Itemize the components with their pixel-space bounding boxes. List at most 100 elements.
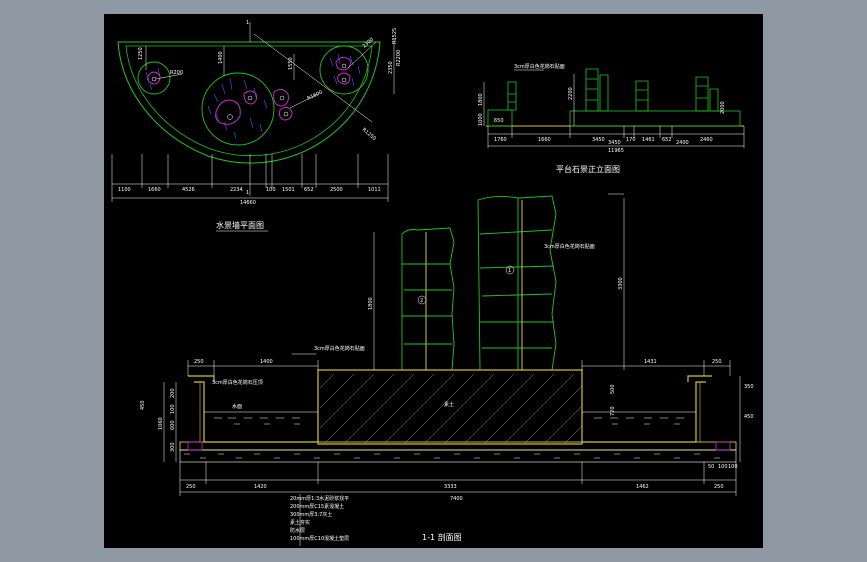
elev-mdim-0: 2200	[568, 87, 574, 100]
plan-dim-1400: 1400	[218, 51, 224, 64]
plan-dim-r1250: R1250	[361, 127, 377, 142]
elevation-title: 平台石景正立面图	[556, 164, 620, 174]
legend-line-2: 300mm厚3:7灰土	[290, 511, 332, 518]
section-view: 1 2 1800 3300 3cm厚白色花岗石贴面 3cm厚白色花岗石贴面 3c…	[140, 193, 754, 546]
section-foundation	[179, 382, 737, 463]
section-rdim-3: 450	[744, 414, 754, 420]
elev-bdim-1: 1660	[538, 137, 551, 143]
callout-circle-1	[505, 265, 515, 275]
section-note-top: 3cm厚白色花岗石贴面	[544, 243, 595, 250]
elev-total: 11965	[608, 148, 624, 154]
section-bdim-2: 3333	[444, 484, 457, 490]
section-ldim-1: 1060	[158, 417, 164, 430]
section-rdim-1: 500	[610, 384, 616, 394]
plan-callout-2300: 2300	[361, 37, 375, 50]
plan-bdim-7: 2500	[330, 187, 343, 193]
section-pads	[187, 441, 731, 451]
section-note-block: 3cm厚白色花岗石贴面	[314, 345, 365, 352]
elev-sub-0: 3450	[608, 140, 621, 146]
plan-bdim-5: 1501	[282, 187, 295, 193]
cad-drawing: 1 1 1250 1400 1550 2350 R200 R1250 2300 …	[111, 20, 754, 546]
plan-total: 14660	[240, 200, 256, 206]
section-tdim-2: 1431	[644, 359, 657, 365]
section-tdim-3: 250	[712, 359, 722, 365]
section-callout-2: 2	[420, 298, 423, 304]
section-block	[317, 369, 583, 445]
elev-bdim-5: 652	[662, 137, 672, 143]
plan-stone-markers	[151, 63, 347, 120]
section-title: 1-1 剖面图	[422, 532, 462, 542]
section-bdim-1: 1420	[254, 484, 267, 490]
elev-box	[487, 109, 513, 127]
plan-title: 水景墙平面图	[216, 220, 264, 230]
elev-stones	[507, 68, 719, 112]
plan-callout-r1600: R1600	[306, 90, 323, 102]
section-ldim-3: 100	[170, 404, 176, 414]
section-stone-height: 1800	[368, 297, 374, 310]
elev-platform	[569, 110, 741, 127]
plan-bdim-1: 1660	[148, 187, 161, 193]
legend-line-0: 20mm厚1:3水泥砂浆找平	[290, 495, 349, 502]
legend-line-5: 100mm厚C10混凝土垫层	[290, 535, 349, 542]
section-note-left: 3cm厚白色花岗石压顶	[212, 379, 263, 386]
plan-mark-top: 1	[246, 20, 249, 26]
section-legend: 20mm厚1:3水泥砂浆找平 200mm厚C15素混凝土 300mm厚3:7灰土…	[290, 495, 349, 542]
section-dim-lines	[163, 193, 741, 546]
plan-dim-chain	[111, 154, 389, 202]
section-ldim-2: 200	[170, 388, 176, 398]
section-rdim-2: 720	[610, 406, 616, 416]
legend-line-4: 防水层	[290, 527, 305, 534]
section-water	[204, 411, 696, 425]
section-rsmall-1: 100	[718, 464, 728, 470]
water-hatch	[145, 53, 361, 139]
plan-inner-arc	[125, 45, 373, 157]
plan-dim-1250: 1250	[138, 47, 144, 60]
pool-circle-1	[137, 61, 171, 95]
plan-dim-r200: R200	[170, 70, 183, 76]
section-rsmall-2: 100	[728, 464, 738, 470]
callout-circle-2	[417, 295, 427, 305]
section-ldim-4: 600	[170, 420, 176, 430]
plan-bdim-3: 2234	[230, 187, 243, 193]
plan-bdim-0: 1100	[118, 187, 131, 193]
section-block-hatch	[319, 373, 583, 445]
elev-note: 3cm厚白色花岗石贴面	[514, 63, 565, 70]
plan-dim-1550: 1550	[288, 57, 294, 70]
section-stones	[401, 195, 557, 371]
plan-bdim-4: 100	[266, 187, 276, 193]
section-bdim-4: 250	[714, 484, 724, 490]
elev-ldim-0: 1800	[478, 93, 484, 106]
elev-mdim-1: 2000	[720, 101, 726, 114]
section-ldim-0: 450	[140, 400, 146, 410]
elev-bdim-0: 1760	[494, 137, 507, 143]
elev-ldim-1: 1000	[478, 113, 484, 126]
section-tall-height: 3300	[618, 277, 624, 290]
plan-outer-arc	[117, 41, 381, 164]
section-bdim-3: 1462	[636, 484, 649, 490]
section-total: 7400	[450, 496, 463, 502]
elev-sub-1: 2400	[676, 140, 689, 146]
elev-bdim-3: 170	[626, 137, 636, 143]
elev-bdim-4: 1461	[642, 137, 655, 143]
plan-leaders	[145, 22, 395, 196]
section-bdim-0: 250	[186, 484, 196, 490]
plan-mark-bottom: 1	[246, 190, 249, 196]
elev-dims-lines	[483, 69, 745, 148]
plan-bdim-2: 4526	[182, 187, 195, 193]
section-rsmall-0: 50	[708, 464, 714, 470]
plan-dim-2350: 2350	[388, 61, 394, 74]
section-callout-1: 1	[508, 268, 511, 274]
legend-line-3: 素土夯实	[290, 519, 310, 526]
plan-callout-r1525: R1525	[392, 28, 398, 44]
section-rdim-0: 350	[744, 384, 754, 390]
section-ldim-5: 300	[170, 442, 176, 452]
plan-callout-r2200: R2200	[396, 50, 402, 66]
plan-bdim-6: 652	[304, 187, 314, 193]
elev-bdim-2: 3450	[592, 137, 605, 143]
plan-view: 1 1 1250 1400 1550 2350 R200 R1250 2300 …	[111, 20, 402, 232]
drawing-canvas[interactable]: 1 1 1250 1400 1550 2350 R200 R1250 2300 …	[104, 14, 763, 548]
pool-circle-3	[319, 45, 369, 95]
section-water-label: 水面	[232, 403, 242, 410]
plan-stones	[147, 57, 351, 125]
